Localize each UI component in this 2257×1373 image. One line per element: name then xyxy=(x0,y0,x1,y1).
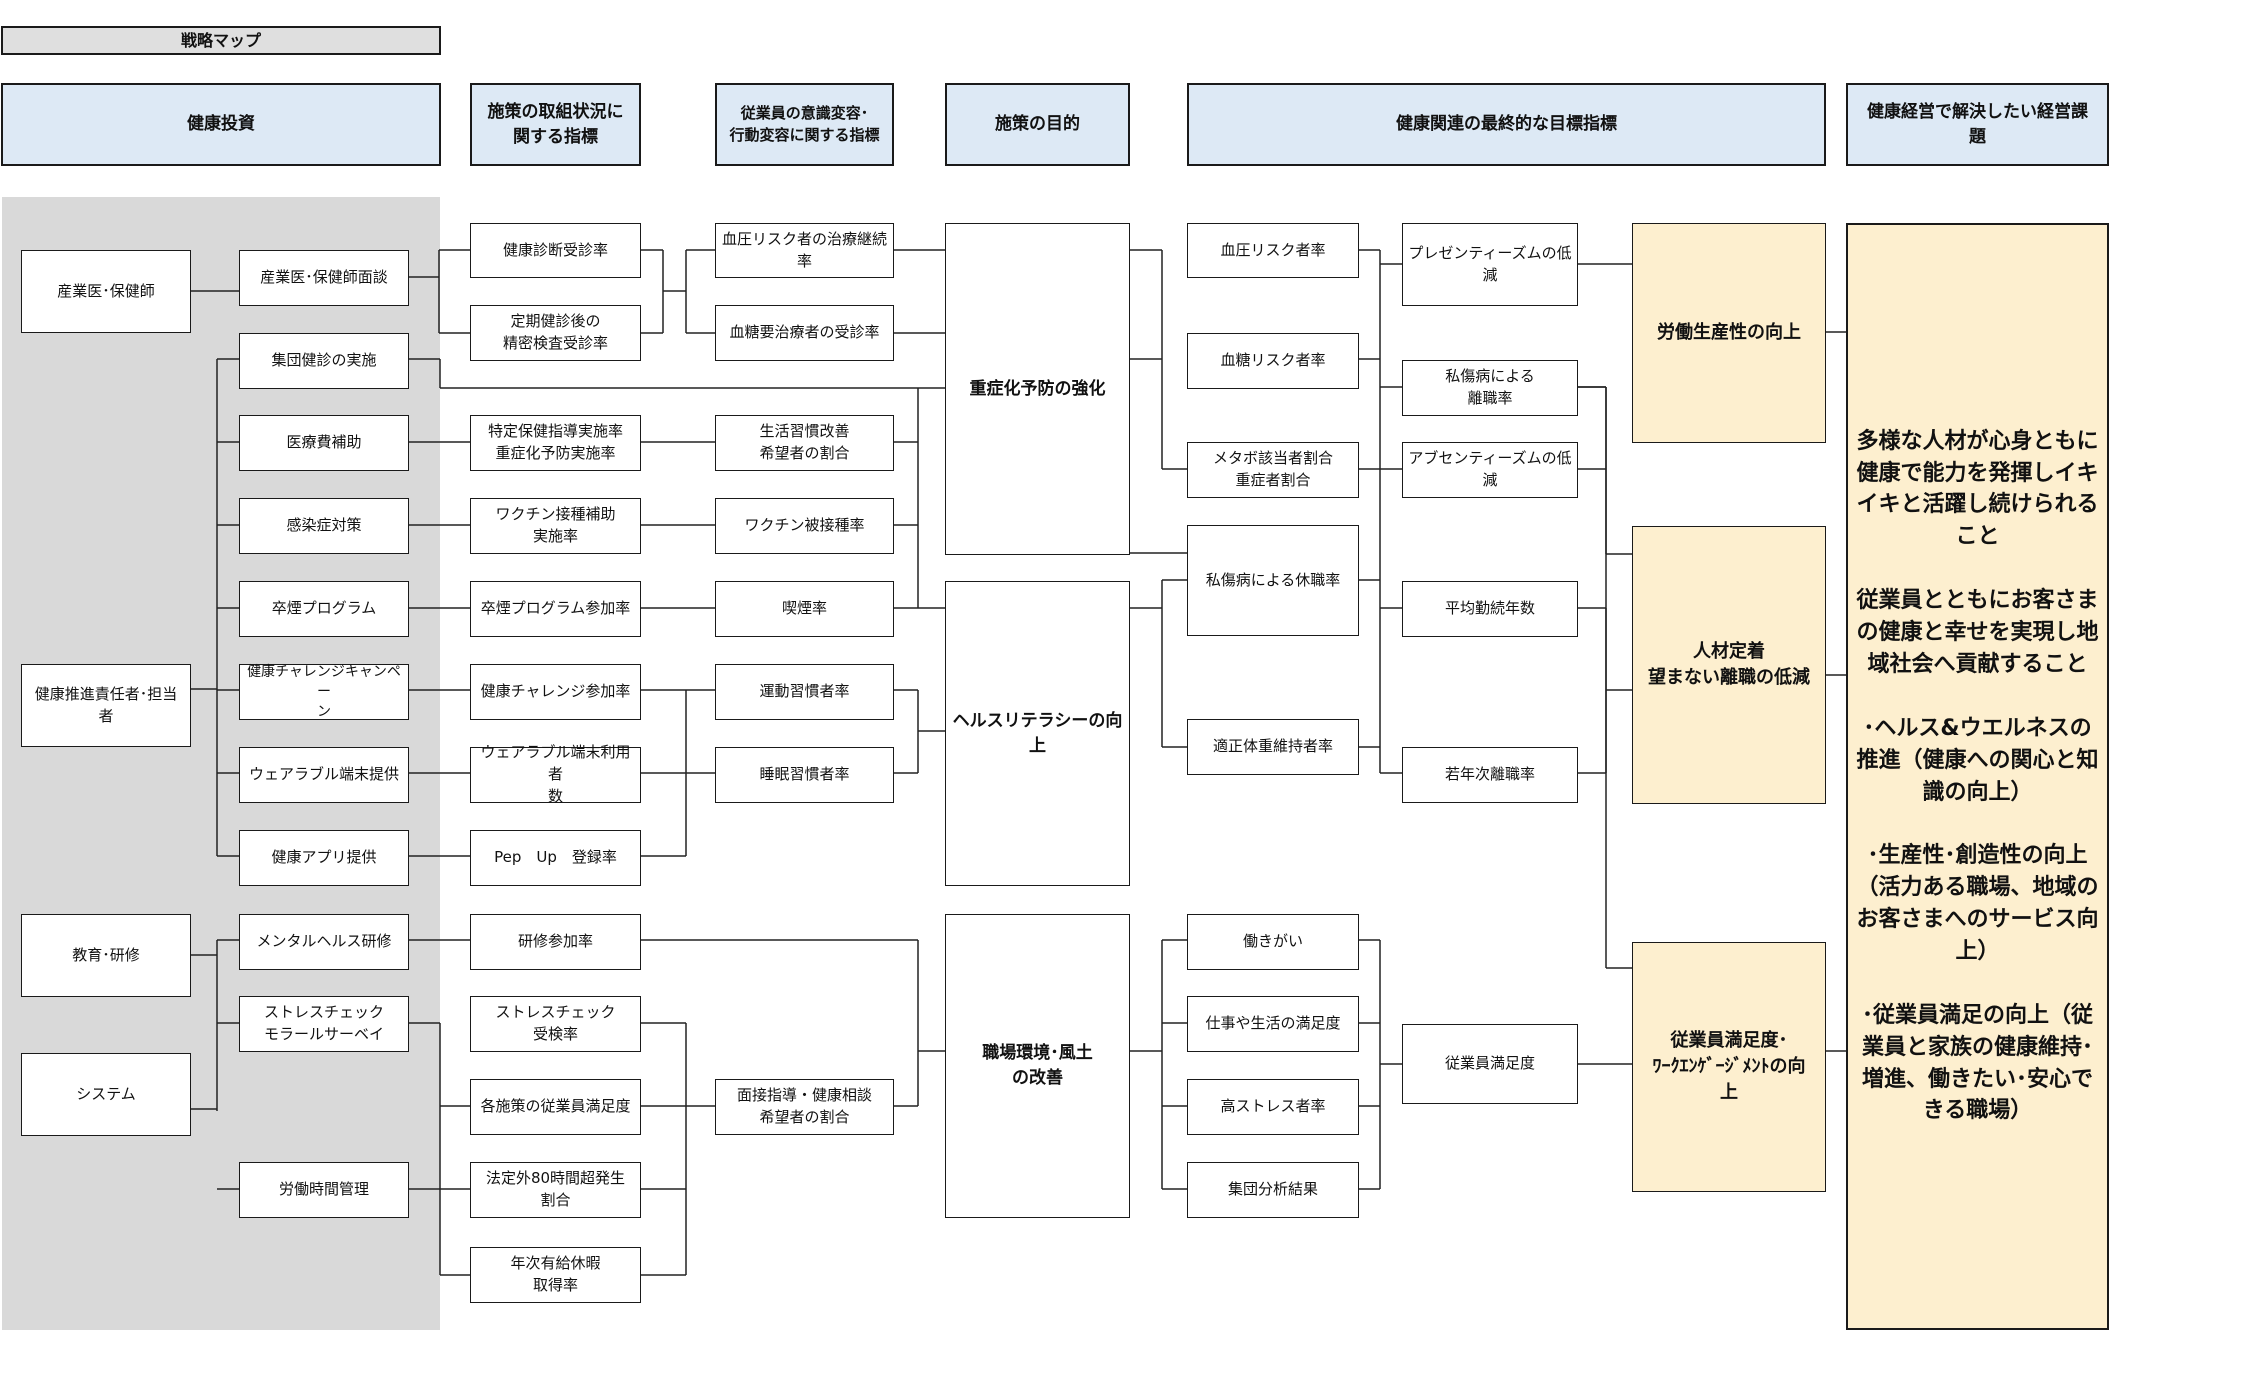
purpose-workplace: 職場環境･風土 の改善 xyxy=(945,914,1130,1218)
final-high-stress: 高ストレス者率 xyxy=(1187,1079,1359,1135)
final-young-turnover: 若年次離職率 xyxy=(1402,747,1578,803)
indicator-wearable-users: ウェアラブル端末利用者 数 xyxy=(470,743,641,805)
outcome-engagement: 従業員満足度･ ﾜｰｸｴﾝｹﾞｰｼﾞﾒﾝﾄの向 上 xyxy=(1632,942,1826,1192)
indicator-specific-guidance: 特定保健指導実施率 重症化予防実施率 xyxy=(470,415,641,471)
indicator-pepup: Pep Up 登録率 xyxy=(470,830,641,886)
header-purpose: 施策の目的 xyxy=(945,83,1130,166)
behavior-consultation: 面接指導・健康相談 希望者の割合 xyxy=(715,1079,894,1135)
header-awareness: 従業員の意識変容･ 行動変容に関する指標 xyxy=(715,83,894,166)
final-sick-leave: 私傷病による休職率 xyxy=(1187,525,1359,636)
actor-education: 教育･研修 xyxy=(21,914,191,997)
header-final-goal: 健康関連の最終的な目標指標 xyxy=(1187,83,1826,166)
final-sick-resignation: 私傷病による 離職率 xyxy=(1402,360,1578,416)
investment-infection: 感染症対策 xyxy=(239,498,409,554)
investment-interview: 産業医･保健師面談 xyxy=(239,250,409,306)
page-title: 戦略マップ xyxy=(1,26,441,55)
final-life-satisfaction: 仕事や生活の満足度 xyxy=(1187,996,1359,1052)
indicator-smoking-participation: 卒煙プログラム参加率 xyxy=(470,581,641,637)
final-absenteeism: アブセンティーズムの低減 xyxy=(1402,442,1578,498)
actor-doctor: 産業医･保健師 xyxy=(21,250,191,333)
final-employee-satisfaction: 従業員満足度 xyxy=(1402,1024,1578,1104)
purpose-severity-prevention: 重症化予防の強化 xyxy=(945,223,1130,555)
final-tenure: 平均勤続年数 xyxy=(1402,581,1578,637)
management-issue-box: 多様な人材が心身ともに健康で能力を発揮しイキイキと活躍し続けられること 従業員と… xyxy=(1846,223,2109,1330)
investment-stress-check: ストレスチェック モラールサーベイ xyxy=(239,996,409,1052)
final-presenteeism: プレゼンティーズムの低減 xyxy=(1402,223,1578,306)
outcome-retention: 人材定着 望まない離職の低減 xyxy=(1632,526,1826,804)
behavior-vaccination: ワクチン被接種率 xyxy=(715,498,894,554)
behavior-bp-treatment: 血圧リスク者の治療継続 率 xyxy=(715,223,894,278)
investment-smoking-program: 卒煙プログラム xyxy=(239,581,409,637)
final-metabolic: メタボ該当者割合 重症者割合 xyxy=(1187,442,1359,498)
indicator-detailed-exam: 定期健診後の 精密検査受診率 xyxy=(470,305,641,361)
investment-medical-subsidy: 医療費補助 xyxy=(239,415,409,471)
behavior-habit-improvement: 生活習慣改善 希望者の割合 xyxy=(715,415,894,471)
investment-mental-training: メンタルヘルス研修 xyxy=(239,914,409,970)
final-bp-risk: 血圧リスク者率 xyxy=(1187,223,1359,278)
indicator-measure-satisfaction: 各施策の従業員満足度 xyxy=(470,1079,641,1135)
actor-promoter: 健康推進責任者･担当 者 xyxy=(21,664,191,747)
header-measure-status: 施策の取組状況に 関する指標 xyxy=(470,83,641,166)
behavior-smoking-rate: 喫煙率 xyxy=(715,581,894,637)
purpose-health-literacy: ヘルスリテラシーの向上 xyxy=(945,581,1130,886)
actor-system: システム xyxy=(21,1053,191,1136)
indicator-vaccine-subsidy: ワクチン接種補助 実施率 xyxy=(470,498,641,554)
investment-group-checkup: 集団健診の実施 xyxy=(239,333,409,389)
behavior-exercise-habit: 運動習慣者率 xyxy=(715,664,894,720)
final-worth: 働きがい xyxy=(1187,914,1359,970)
behavior-sleep-habit: 睡眠習慣者率 xyxy=(715,747,894,803)
investment-wearable: ウェアラブル端末提供 xyxy=(239,747,409,803)
investment-challenge: 健康チャレンジキャンペー ン xyxy=(239,664,409,720)
investment-work-hours: 労働時間管理 xyxy=(239,1162,409,1218)
final-glucose-risk: 血糖リスク者率 xyxy=(1187,333,1359,389)
header-investment: 健康投資 xyxy=(1,83,441,166)
final-proper-weight: 適正体重維持者率 xyxy=(1187,719,1359,775)
indicator-overtime80: 法定外80時間超発生 割合 xyxy=(470,1162,641,1218)
outcome-productivity: 労働生産性の向上 xyxy=(1632,223,1826,443)
behavior-glucose-treatment: 血糖要治療者の受診率 xyxy=(715,305,894,361)
indicator-checkup-rate: 健康診断受診率 xyxy=(470,223,641,278)
header-management-issue: 健康経営で解決したい経営課 題 xyxy=(1846,83,2109,166)
indicator-training-participation: 研修参加率 xyxy=(470,914,641,970)
investment-app: 健康アプリ提供 xyxy=(239,830,409,886)
indicator-challenge-participation: 健康チャレンジ参加率 xyxy=(470,664,641,720)
final-group-analysis: 集団分析結果 xyxy=(1187,1162,1359,1218)
indicator-stress-check-rate: ストレスチェック 受検率 xyxy=(470,996,641,1052)
indicator-paid-leave: 年次有給休暇 取得率 xyxy=(470,1247,641,1303)
